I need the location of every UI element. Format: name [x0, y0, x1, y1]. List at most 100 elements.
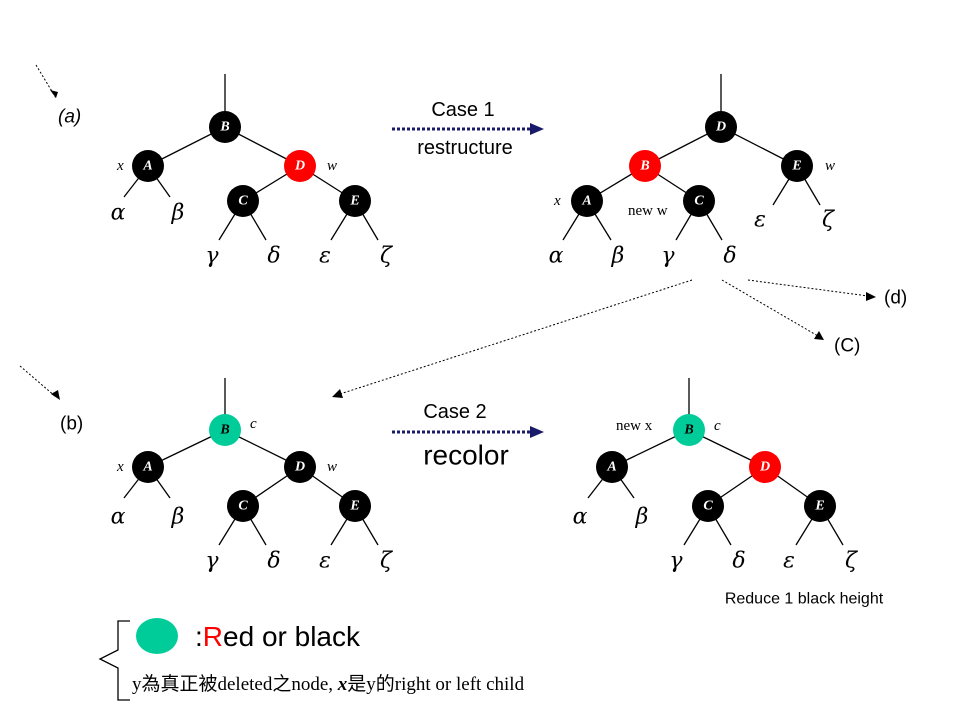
legend-rest: ed or black	[223, 621, 361, 652]
pointer-new-w: new w	[628, 203, 668, 219]
subtree-beta: β	[611, 244, 625, 269]
node-c	[227, 490, 259, 522]
node-d	[284, 150, 316, 182]
case2-title: Case 2	[423, 401, 486, 423]
link-c-arrow	[721, 279, 819, 337]
subtree-gamma: γ	[669, 549, 683, 574]
subtree-delta: δ	[267, 549, 280, 574]
pointer-c: c	[714, 418, 721, 434]
pointer-x: x	[116, 459, 124, 475]
node-b-label: B	[219, 423, 229, 438]
subtree-beta: β	[171, 201, 185, 226]
node-a	[571, 185, 603, 217]
reduce-note: Reduce 1 black height	[725, 591, 884, 608]
case1-title: Case 1	[431, 99, 494, 121]
part-a-arrow-head	[50, 90, 58, 98]
link-c-arrow-head	[814, 331, 824, 340]
case2-action: recolor	[423, 440, 509, 471]
node-e	[339, 185, 371, 217]
node-c-label: C	[703, 499, 713, 514]
subtree-zeta: ζ	[822, 208, 836, 233]
pointer-new-x: new x	[616, 418, 653, 434]
legend-first-letter: R	[203, 621, 223, 652]
subtree-epsilon: ε	[754, 208, 766, 233]
pointer-w: w	[825, 158, 835, 174]
node-e	[781, 150, 813, 182]
part-b-arrow-head	[51, 390, 60, 400]
part-a-label: (a)	[58, 107, 81, 128]
case2-arrow-head	[530, 426, 544, 438]
node-b	[209, 414, 241, 446]
subtree-gamma: γ	[205, 549, 219, 574]
node-b-label: B	[219, 120, 229, 135]
subtree-gamma: γ	[205, 244, 219, 269]
subtree-alpha: α	[573, 505, 588, 530]
link-b-arrow-head	[332, 389, 343, 398]
subtree-epsilon: ε	[319, 244, 331, 269]
subtree-delta: δ	[732, 549, 745, 574]
subtree-beta: β	[635, 505, 649, 530]
node-c-label: C	[238, 194, 248, 209]
subtree-zeta: ζ	[380, 244, 394, 269]
node-d	[284, 451, 316, 483]
node-e-label: E	[814, 499, 824, 514]
node-a	[132, 150, 164, 182]
node-a-label: A	[142, 159, 152, 174]
node-d-label: D	[715, 120, 726, 135]
node-c	[692, 490, 724, 522]
legend-note: y為真正被deleted之node, x是y的right or left chi…	[132, 673, 525, 695]
link-d-arrow	[747, 279, 869, 297]
node-c	[227, 185, 259, 217]
subtree-zeta: ζ	[845, 549, 859, 574]
legend-colon: :	[195, 621, 203, 652]
node-b-label: B	[639, 159, 649, 174]
node-a-label: A	[606, 460, 616, 475]
subtree-zeta: ζ	[380, 549, 394, 574]
node-b	[629, 150, 661, 182]
node-e-label: E	[349, 194, 359, 209]
node-a	[596, 451, 628, 483]
node-d-label: D	[294, 460, 305, 475]
node-d-label: D	[759, 460, 770, 475]
part-b-label: (b)	[60, 414, 83, 435]
link-d-label: (d)	[884, 288, 907, 309]
subtree-alpha: α	[111, 201, 126, 226]
subtree-delta: δ	[723, 244, 736, 269]
pointer-w: w	[327, 158, 337, 174]
node-d	[749, 451, 781, 483]
legend-note-x: x	[337, 674, 348, 695]
subtree-delta: δ	[267, 244, 280, 269]
node-d-label: D	[294, 159, 305, 174]
legend-title: :Red or black	[195, 621, 361, 652]
case1-arrow-head	[530, 123, 544, 135]
subtree-epsilon: ε	[319, 549, 331, 574]
legend-note-part1: y為真正被deleted之node,	[132, 673, 338, 695]
node-b-label: B	[683, 423, 693, 438]
node-a	[132, 451, 164, 483]
pointer-c: c	[250, 416, 257, 432]
tree-a-after: D B E A C w x new w ε ζ α β γ δ	[549, 74, 836, 269]
legend-note-part3: 是y的right or left child	[347, 673, 524, 695]
subtree-beta: β	[171, 505, 185, 530]
subtree-alpha: α	[111, 505, 126, 530]
tree-b-after: B A D C E new x c α β γ δ ε ζ	[573, 378, 859, 574]
node-e-label: E	[791, 159, 801, 174]
link-d-arrow-head	[866, 292, 876, 301]
subtree-alpha: α	[549, 244, 564, 269]
node-c-label: C	[238, 499, 248, 514]
node-c-label: C	[694, 194, 704, 209]
node-a-label: A	[142, 460, 152, 475]
node-d	[705, 111, 737, 143]
node-e	[339, 490, 371, 522]
pointer-w: w	[327, 459, 337, 475]
node-b	[673, 414, 705, 446]
node-e	[804, 490, 836, 522]
legend-swatch	[136, 618, 178, 654]
pointer-x: x	[553, 193, 561, 209]
pointer-x: x	[116, 158, 124, 174]
link-c-label: (C)	[834, 336, 860, 357]
legend-brace	[98, 620, 130, 701]
tree-b-before: B A D C E c x w α β γ δ ε ζ	[111, 378, 394, 574]
tree-a-before: B A D C E x w α β γ δ ε ζ	[111, 74, 394, 269]
